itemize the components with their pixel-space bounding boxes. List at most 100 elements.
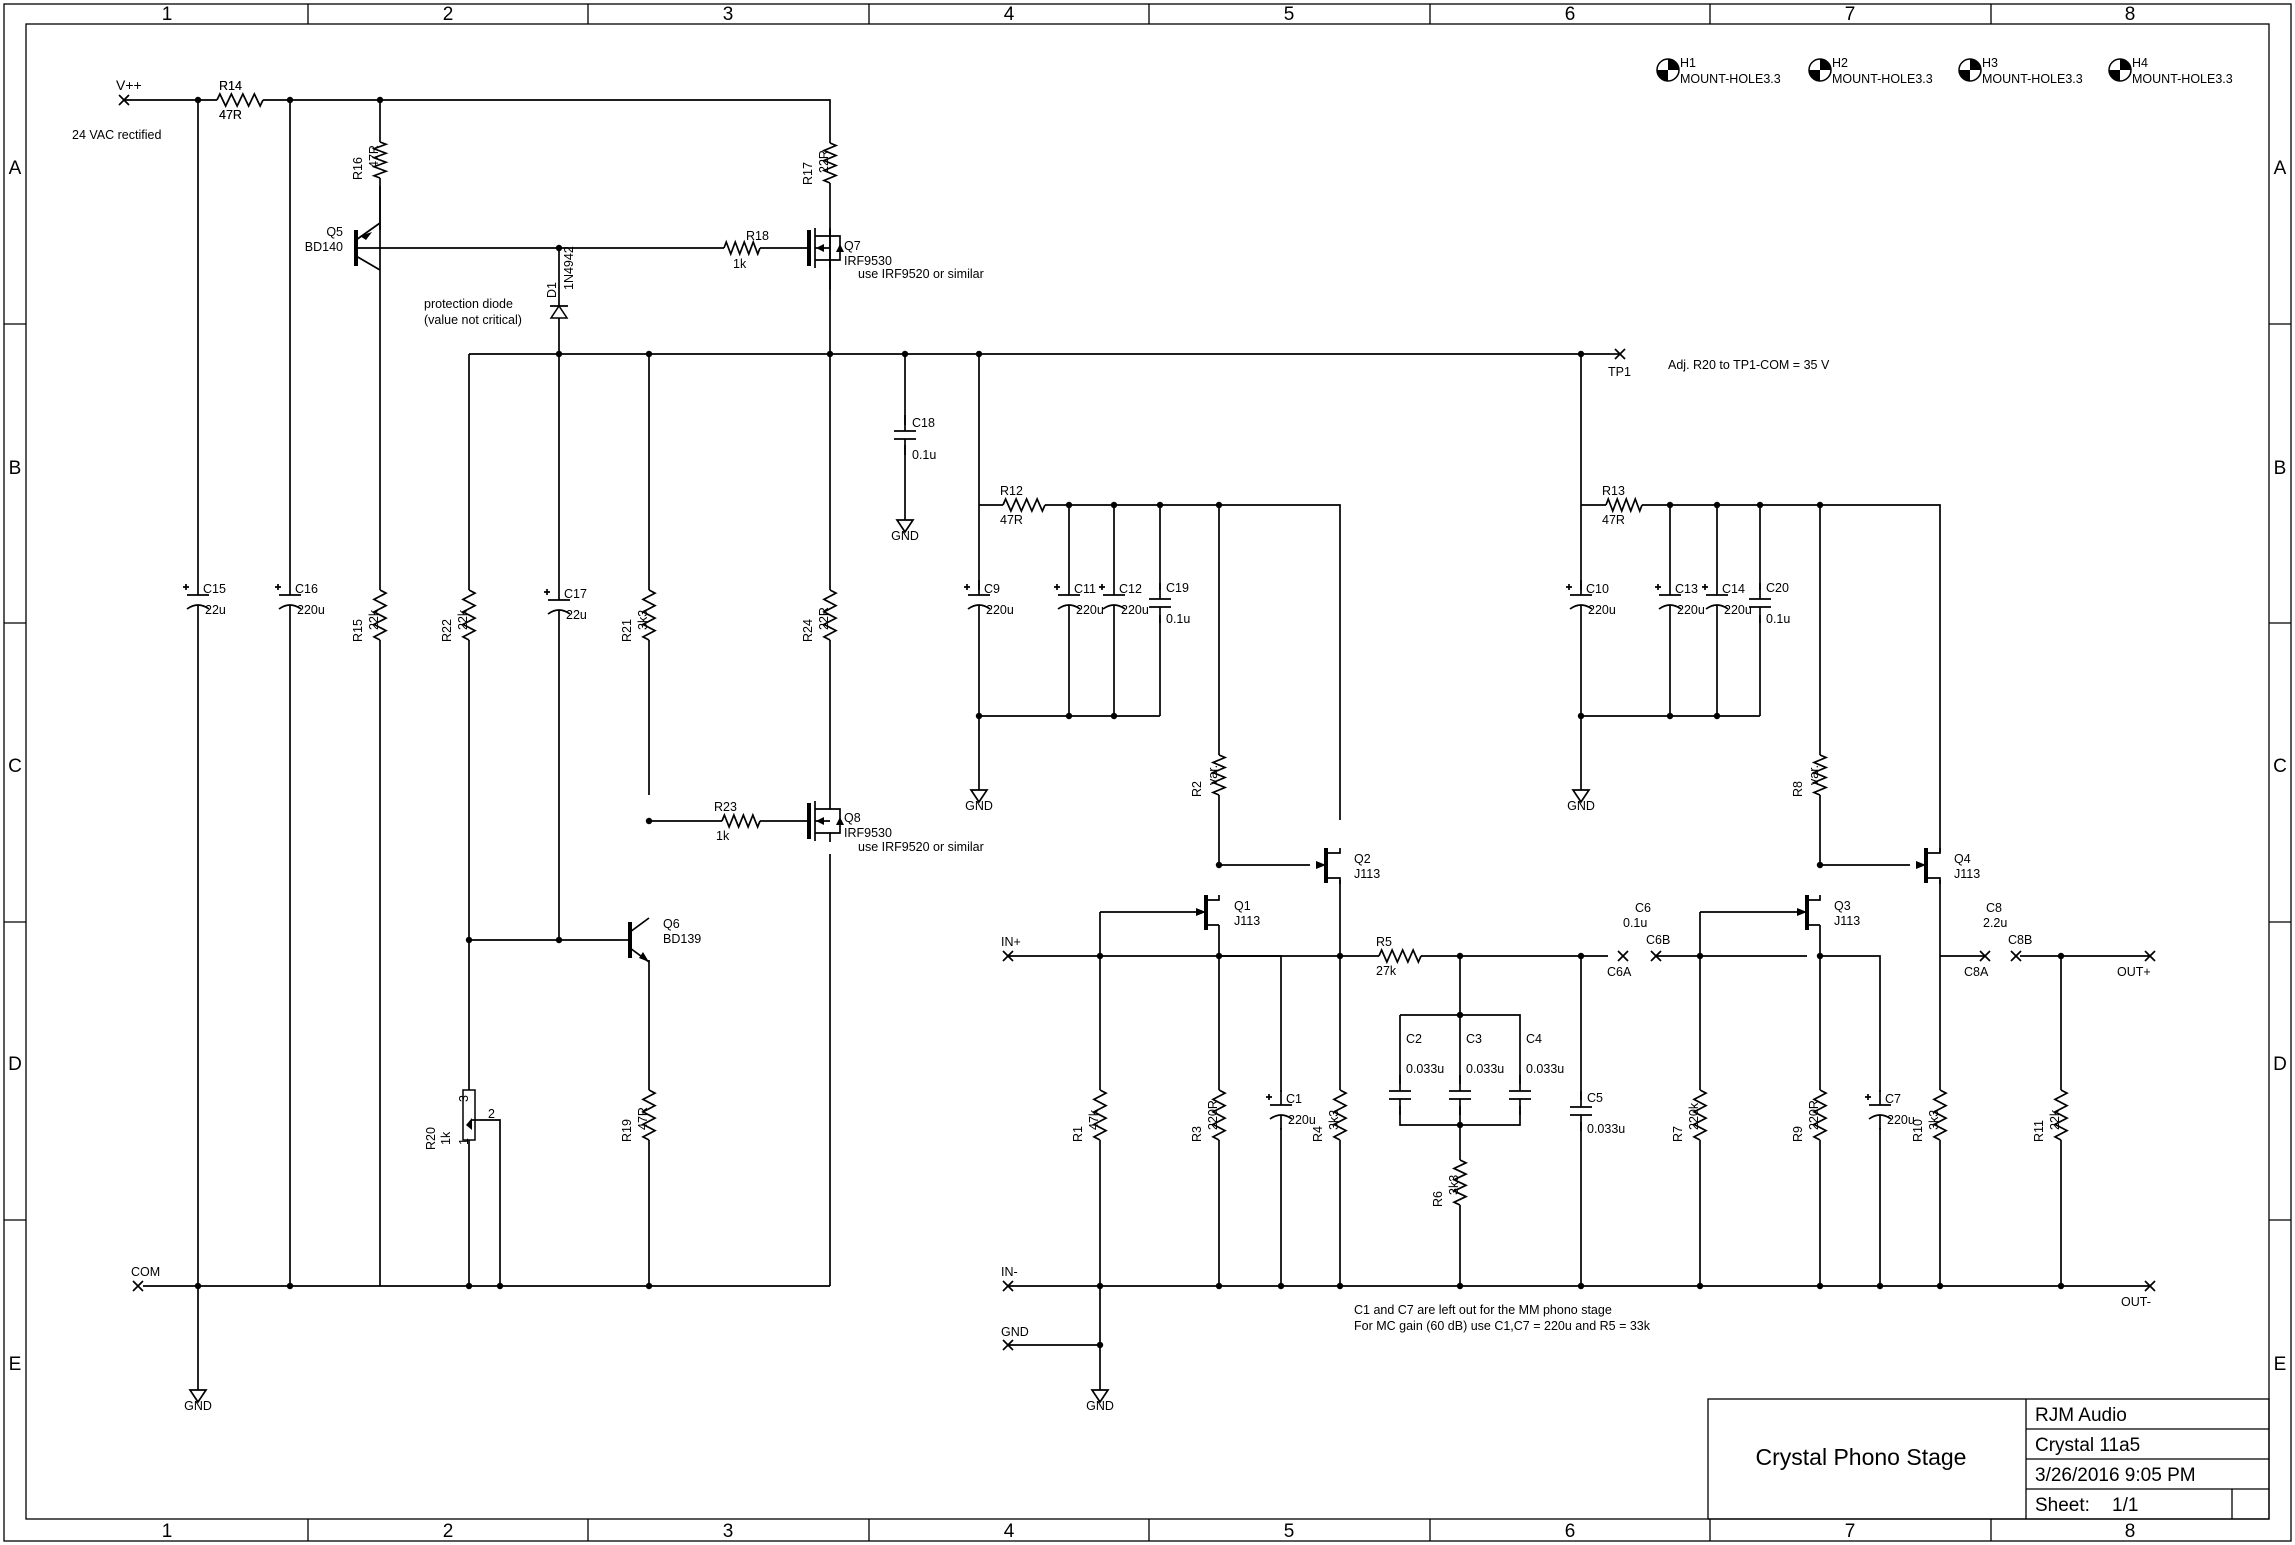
junction-dot bbox=[286, 1282, 294, 1290]
r12-ref: R12 bbox=[1000, 484, 1023, 498]
c4-capacitor bbox=[1509, 1075, 1531, 1115]
junction-dot bbox=[1816, 952, 1824, 960]
c1-ref: C1 bbox=[1286, 1092, 1302, 1106]
junction-dot bbox=[555, 350, 563, 358]
h2-ref: H2 bbox=[1832, 56, 1848, 70]
net-c8a: C8A bbox=[1964, 965, 1989, 979]
c17-val: 22u bbox=[566, 608, 587, 622]
c20-val: 0.1u bbox=[1766, 612, 1790, 626]
tb-title: Crystal Phono Stage bbox=[1756, 1444, 1967, 1470]
c4-val: 0.033u bbox=[1526, 1062, 1564, 1076]
r9-val: 220R bbox=[1807, 1100, 1821, 1130]
c12-ref: C12 bbox=[1119, 582, 1142, 596]
r17-resistor bbox=[821, 142, 839, 184]
r9-resistor bbox=[1812, 1089, 1828, 1141]
junction-dot bbox=[645, 350, 653, 358]
junction-dot bbox=[1756, 501, 1764, 509]
frame-column-label: 6 bbox=[1565, 1521, 1576, 1542]
junction-dot bbox=[1456, 1282, 1464, 1290]
r15-resistor bbox=[372, 589, 388, 641]
h3-ref: H3 bbox=[1982, 56, 1998, 70]
r12-val: 47R bbox=[1000, 513, 1023, 527]
note-adjust: Adj. R20 to TP1-COM = 35 V bbox=[1668, 358, 1830, 372]
c20-capacitor bbox=[1749, 583, 1771, 623]
frame-row-label: A bbox=[2274, 158, 2287, 179]
frame-row-label: B bbox=[9, 458, 22, 479]
r21-ref: R21 bbox=[620, 619, 634, 642]
r8-ref: R8 bbox=[1791, 781, 1805, 797]
r2-resistor bbox=[1210, 754, 1228, 796]
junction-dot bbox=[194, 1282, 202, 1290]
c16-val: 220u bbox=[297, 603, 325, 617]
r15-val: 22k bbox=[367, 609, 381, 630]
c17-ref: C17 bbox=[564, 587, 587, 601]
r14-val: 47R bbox=[219, 108, 242, 122]
r2-val: var. bbox=[1206, 765, 1220, 785]
connector-markers bbox=[118, 94, 2156, 1351]
h2-value: MOUNT-HOLE3.3 bbox=[1832, 72, 1933, 86]
junction-dot bbox=[1696, 952, 1704, 960]
gnd-label: GND bbox=[184, 1399, 212, 1413]
junction-dot bbox=[1456, 952, 1464, 960]
r14-resistor bbox=[216, 92, 264, 108]
d1-ref: D1 bbox=[545, 282, 559, 298]
frame-row-label: D bbox=[8, 1054, 22, 1075]
h4-value: MOUNT-HOLE3.3 bbox=[2132, 72, 2233, 86]
junction-dot bbox=[1156, 501, 1164, 509]
net-vpp: V++ bbox=[116, 77, 142, 93]
q3-ref: Q3 bbox=[1834, 899, 1851, 913]
r3-val: 220R bbox=[1206, 1100, 1220, 1130]
c15-ref: C15 bbox=[203, 582, 226, 596]
r24-resistor bbox=[822, 589, 838, 641]
d1-diode bbox=[549, 270, 569, 330]
junction-dot bbox=[1816, 861, 1824, 869]
c9-capacitor bbox=[964, 580, 991, 620]
r21-resistor bbox=[641, 589, 657, 641]
net-out-plus: OUT+ bbox=[2117, 965, 2151, 979]
r11-resistor bbox=[2053, 1089, 2069, 1141]
c15-capacitor bbox=[183, 580, 210, 620]
r24-val: 22R bbox=[817, 607, 831, 630]
junction-dot bbox=[1336, 952, 1344, 960]
q5-bjt bbox=[354, 222, 381, 271]
r19-val: 47R bbox=[636, 1107, 650, 1130]
r3-resistor bbox=[1211, 1089, 1227, 1141]
r2-ref: R2 bbox=[1190, 781, 1204, 797]
net-c6a: C6A bbox=[1607, 965, 1632, 979]
c14-capacitor bbox=[1702, 580, 1729, 620]
tb-company: RJM Audio bbox=[2035, 1405, 2127, 1426]
junction-dot bbox=[1713, 501, 1721, 509]
tb-date: 3/26/2016 9:05 PM bbox=[2035, 1465, 2196, 1486]
c3-ref: C3 bbox=[1466, 1032, 1482, 1046]
junction-dot bbox=[1215, 501, 1223, 509]
ground-icons bbox=[188, 519, 1591, 1404]
frame-row-label: E bbox=[2274, 1354, 2287, 1375]
q4-val: J113 bbox=[1954, 867, 1980, 881]
junction-dot bbox=[1277, 1282, 1285, 1290]
q1-val: J113 bbox=[1234, 914, 1260, 928]
wires bbox=[124, 99, 2150, 1390]
frame-row-label: B bbox=[2274, 458, 2287, 479]
c2-val: 0.033u bbox=[1406, 1062, 1444, 1076]
junction-dot bbox=[286, 96, 294, 104]
junction-dot bbox=[1215, 861, 1223, 869]
net-in-plus: IN+ bbox=[1001, 935, 1021, 949]
r7-resistor bbox=[1692, 1089, 1708, 1141]
c11-val: 220u bbox=[1076, 603, 1104, 617]
c9-ref: C9 bbox=[984, 582, 1000, 596]
r14-val: 47R bbox=[219, 108, 242, 122]
r1-resistor bbox=[1092, 1089, 1108, 1141]
tb-sheet-label: Sheet: bbox=[2035, 1495, 2090, 1516]
junction-dot bbox=[1577, 712, 1585, 720]
net-c6b: C6B bbox=[1646, 933, 1670, 947]
frame-column-label: 7 bbox=[1845, 4, 1856, 25]
r10-val: 3k3 bbox=[1927, 1110, 1941, 1130]
q5-val: BD140 bbox=[305, 240, 343, 254]
c11-capacitor bbox=[1054, 580, 1081, 620]
junction-dot bbox=[826, 350, 834, 358]
r8-resistor bbox=[1811, 754, 1829, 796]
junction-dot bbox=[645, 817, 653, 825]
